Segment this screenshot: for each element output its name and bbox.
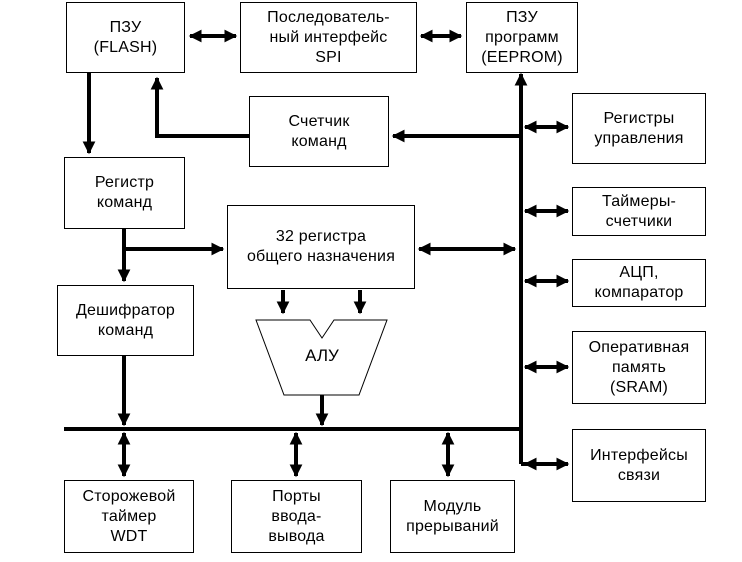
- timers-label: Таймеры- счетчики: [601, 192, 677, 230]
- gp-registers-block: 32 регистра общего назначения: [227, 205, 415, 289]
- spi-block: Последователь- ный интерфейс SPI: [240, 2, 417, 73]
- instruction-decoder-block: Дешифратор команд: [57, 285, 194, 356]
- alu-label: АЛУ: [305, 346, 339, 365]
- watchdog-block: Сторожевой таймер WDT: [64, 480, 194, 553]
- gp-registers-label: 32 регистра общего назначения: [246, 228, 396, 265]
- timers-block: Таймеры- счетчики: [572, 187, 706, 236]
- interrupt-module-label: Модуль прерываний: [406, 497, 499, 535]
- instruction-decoder-label: Дешифратор команд: [75, 301, 176, 339]
- program-counter-block: Счетчик команд: [249, 96, 389, 167]
- arrow-pc-flash: [150, 76, 249, 138]
- interrupt-module-block: Модуль прерываний: [390, 480, 515, 553]
- adc-label: АЦП, компаратор: [594, 264, 684, 301]
- adc-block: АЦП, компаратор: [572, 259, 706, 307]
- io-ports-block: Порты ввода- вывода: [231, 480, 362, 553]
- alu-shape: [255, 319, 388, 396]
- sram-block: Оперативная память (SRAM): [572, 331, 706, 404]
- program-counter-label: Счетчик команд: [288, 112, 350, 150]
- control-registers-label: Регистры управления: [594, 109, 684, 147]
- control-registers-block: Регистры управления: [572, 93, 706, 164]
- instruction-register-block: Регистр команд: [64, 157, 185, 229]
- instruction-register-label: Регистр команд: [94, 174, 155, 211]
- comm-interfaces-block: Интерфейсы связи: [572, 429, 706, 502]
- rom-flash-label: ПЗУ (FLASH): [93, 18, 158, 56]
- spi-label: Последователь- ный интерфейс SPI: [267, 8, 390, 66]
- eeprom-block: ПЗУ программ (EEPROM): [466, 2, 578, 73]
- io-ports-label: Порты ввода- вывода: [268, 487, 325, 545]
- eeprom-label: ПЗУ программ (EEPROM): [481, 8, 563, 66]
- rom-flash-block: ПЗУ (FLASH): [66, 2, 185, 73]
- watchdog-label: Сторожевой таймер WDT: [82, 487, 176, 545]
- sram-label: Оперативная память (SRAM): [588, 338, 690, 396]
- comm-interfaces-label: Интерфейсы связи: [590, 446, 688, 484]
